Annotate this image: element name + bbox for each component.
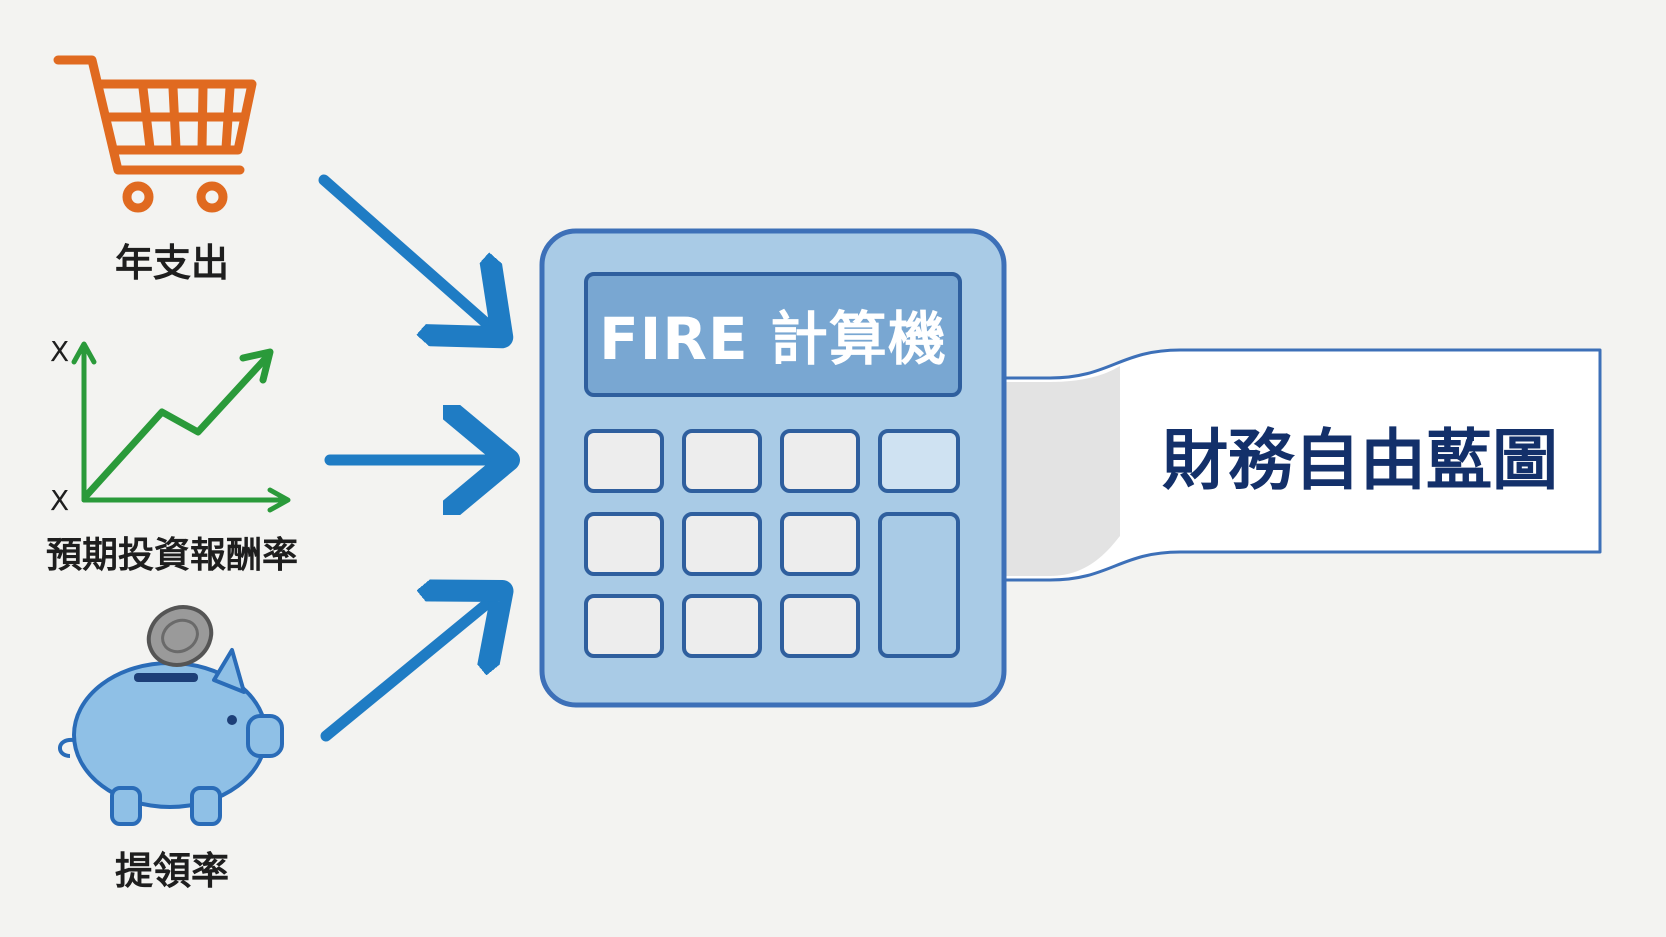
withdrawal-rate-label: 提領率 bbox=[114, 849, 229, 893]
expected-return-label: 預期投資報酬率 bbox=[45, 535, 298, 576]
growth-chart-icon bbox=[71, 341, 291, 513]
calc-key bbox=[584, 512, 664, 576]
shopping-cart-icon bbox=[53, 55, 257, 213]
output-label: 財務自由藍圖 bbox=[1162, 422, 1558, 499]
piggy-bank-icon bbox=[58, 605, 284, 826]
calculator-icon bbox=[539, 228, 1007, 708]
axis-letter-top: X bbox=[50, 335, 70, 368]
axis-letter-bottom: X bbox=[50, 484, 70, 517]
calc-key bbox=[584, 429, 664, 493]
arrow-withdrawal-to-calculator bbox=[320, 598, 494, 742]
calculator-title: FIRE 計算機 bbox=[599, 305, 947, 373]
calc-key-tall bbox=[878, 512, 960, 658]
calc-key bbox=[682, 429, 762, 493]
calc-key bbox=[780, 512, 860, 576]
calc-key bbox=[878, 429, 960, 493]
output-ribbon bbox=[986, 348, 1602, 582]
output-ribbon-shadow bbox=[988, 366, 1120, 576]
arrow-spending-to-calculator bbox=[318, 174, 494, 330]
calc-key bbox=[780, 594, 860, 658]
calc-key bbox=[780, 429, 860, 493]
calc-key bbox=[682, 512, 762, 576]
calc-key bbox=[682, 594, 762, 658]
annual-spending-label: 年支出 bbox=[114, 241, 229, 285]
coin-icon bbox=[146, 605, 214, 667]
calc-key bbox=[584, 594, 664, 658]
